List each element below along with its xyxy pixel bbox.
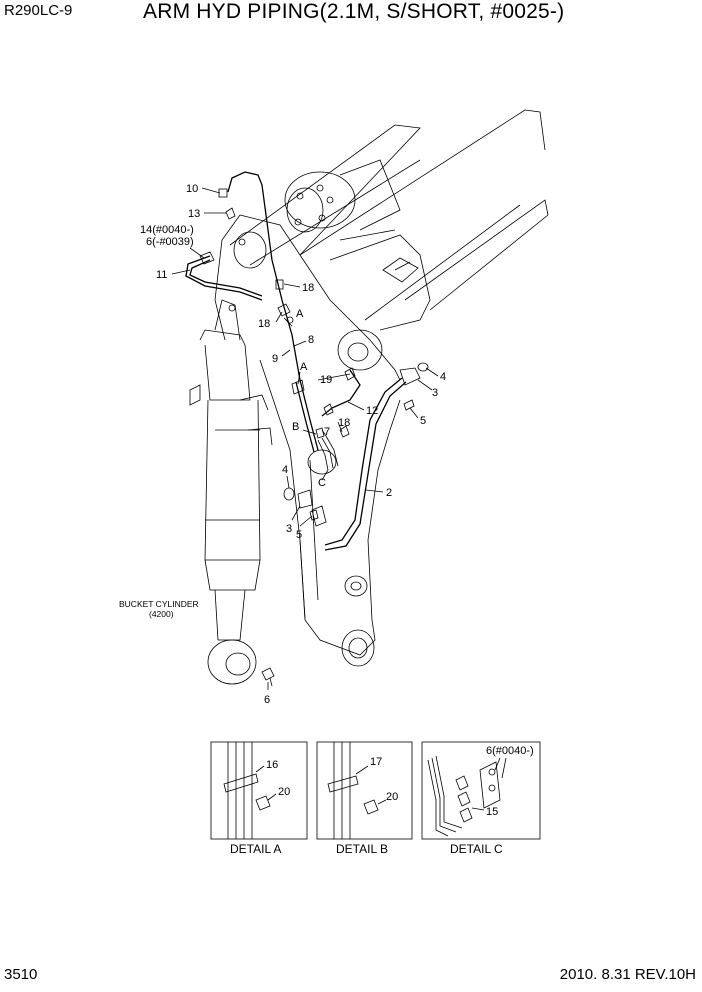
detail-b-label: DETAIL B — [336, 842, 388, 856]
leader-lines — [171, 187, 439, 690]
callout-5b: 5 — [296, 529, 302, 541]
callout-3b: 3 — [286, 523, 292, 535]
detail-b-panel: 17 20 DETAIL B — [316, 741, 413, 856]
callout-6b: 6 — [264, 694, 270, 706]
bucket-cylinder-ref: (4200) — [149, 609, 174, 619]
callout-8: 8 — [308, 334, 314, 346]
page-title: ARM HYD PIPING(2.1M, S/SHORT, #0025-) — [143, 0, 565, 23]
detail-c-panel: 6(#0040-) 15 DETAIL C — [421, 741, 541, 856]
callout-A1: A — [296, 308, 304, 320]
detail-a-panel: 16 20 DETAIL A — [210, 741, 308, 856]
revision-date: 2010. 8.31 REV.10H — [559, 966, 696, 983]
detail-a-part-20: 20 — [278, 786, 290, 798]
callout-13: 13 — [188, 208, 200, 220]
callout-18b: 18 — [258, 318, 270, 330]
page-number: 3510 — [4, 966, 38, 983]
model-code: R290LC-9 — [4, 2, 73, 19]
callout-11: 11 — [156, 269, 167, 281]
callout-2: 2 — [386, 487, 392, 499]
callout-5a: 5 — [420, 415, 426, 427]
callout-3a: 3 — [432, 387, 438, 399]
callout-B: B — [292, 421, 299, 433]
callout-19: 19 — [320, 374, 332, 386]
fittings — [199, 188, 429, 527]
bucket-cylinder — [189, 299, 275, 687]
pipe-lines — [185, 171, 407, 551]
detail-a-label: DETAIL A — [230, 842, 281, 856]
detail-c-label: DETAIL C — [450, 842, 503, 856]
callout-4a: 4 — [440, 371, 446, 383]
callout-A2: A — [300, 361, 308, 373]
callout-labels: 10 13 14(#0040-) 6(-#0039) 11 18 18 A 8 … — [140, 183, 446, 706]
boom-structure — [229, 109, 549, 371]
callout-4b: 4 — [282, 464, 288, 476]
detail-c-part-6: 6(#0040-) — [486, 745, 534, 757]
detail-b-part-17: 17 — [370, 756, 382, 768]
callout-14: 14(#0040-) — [140, 224, 194, 236]
detail-c-part-15: 15 — [486, 806, 498, 818]
detail-b-part-20: 20 — [386, 791, 398, 803]
callout-7: 7 — [324, 426, 330, 438]
callout-18a: 18 — [302, 282, 314, 294]
callout-12: 12 — [366, 405, 378, 417]
bucket-cylinder-label: BUCKET CYLINDER — [119, 599, 199, 609]
callout-10: 10 — [186, 183, 198, 195]
arm-structure — [214, 214, 401, 667]
callout-18c: 18 — [338, 417, 350, 429]
callout-C: C — [318, 477, 326, 489]
callout-6a: 6(-#0039) — [146, 236, 194, 248]
callout-9: 9 — [272, 353, 278, 365]
detail-a-part-16: 16 — [266, 759, 278, 771]
